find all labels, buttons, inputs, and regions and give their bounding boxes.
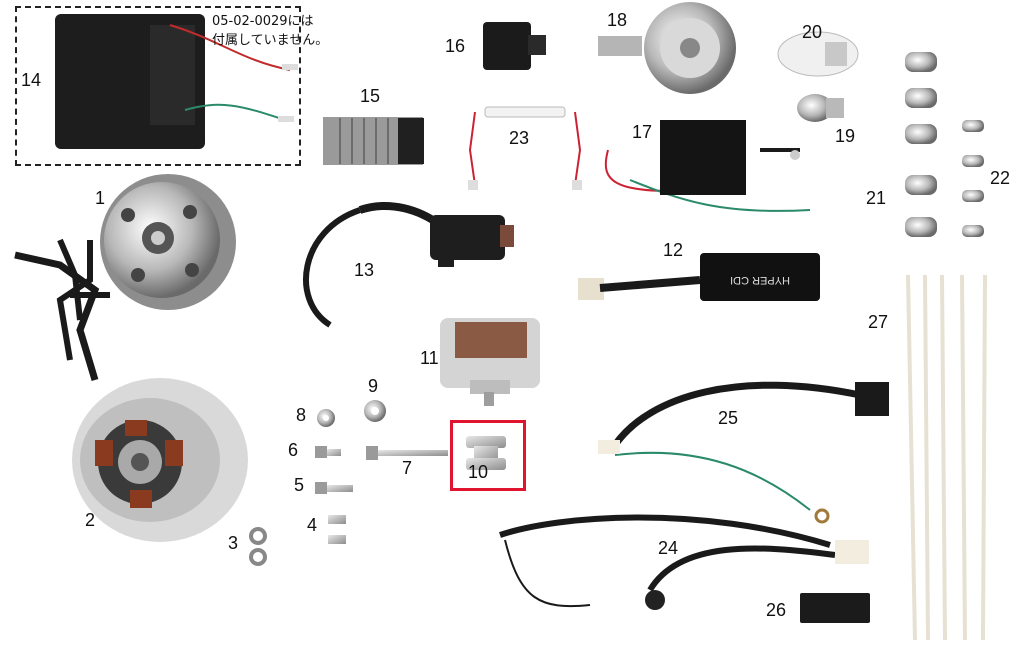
cdi-label: HYPER CDI [730, 274, 790, 286]
flasher-relay [483, 22, 546, 70]
label-2: 2 [85, 510, 96, 530]
not-included-box [15, 6, 301, 166]
flywheel [100, 174, 236, 310]
label-8: 8 [296, 405, 307, 425]
label-16: 16 [445, 36, 466, 56]
fuse-holder [468, 106, 582, 190]
note-line-1: 05-02-0029には [212, 14, 314, 29]
label-7: 7 [402, 458, 413, 478]
label-6: 6 [288, 440, 299, 460]
cable-ties [906, 274, 987, 641]
label-21: 21 [866, 188, 887, 208]
label-15: 15 [360, 86, 381, 106]
label-26: 26 [766, 600, 787, 620]
label-3: 3 [228, 533, 239, 553]
washers [317, 400, 386, 427]
label-10: 10 [468, 462, 489, 482]
stator [14, 238, 248, 542]
label-12: 12 [663, 240, 684, 260]
cdi-unit: HYPER CDI [578, 253, 820, 301]
label-17: 17 [632, 122, 653, 142]
horn [598, 2, 736, 94]
tail-bulb [797, 94, 844, 122]
label-18: 18 [607, 10, 628, 30]
label-1: 1 [95, 188, 106, 208]
label-19: 19 [835, 126, 856, 146]
label-23: 23 [509, 128, 530, 148]
label-9: 9 [368, 376, 379, 396]
small-bulbs [905, 52, 984, 237]
battery [55, 14, 298, 149]
highlight-box [450, 420, 526, 491]
label-25: 25 [718, 408, 739, 428]
ignition-coil [303, 201, 514, 328]
long-bolt [366, 446, 448, 460]
label-14: 14 [21, 70, 42, 90]
not-included-note: 05-02-0029には 付属していません。 [212, 12, 328, 50]
label-27: 27 [868, 312, 889, 332]
headlight-bulb [777, 31, 859, 77]
label-4: 4 [307, 515, 318, 535]
spacer [466, 436, 506, 470]
regulator [323, 117, 424, 165]
label-20: 20 [802, 22, 823, 42]
small-washers [249, 527, 267, 566]
harness-24 [499, 514, 869, 610]
bolts [315, 446, 353, 544]
label-13: 13 [354, 260, 375, 280]
label-5: 5 [294, 475, 305, 495]
foam-pad [800, 593, 870, 623]
label-22: 22 [990, 168, 1011, 188]
control-module [604, 120, 811, 212]
note-line-2: 付属していません。 [212, 33, 329, 48]
label-11: 11 [420, 348, 439, 368]
harness-25 [598, 381, 889, 524]
label-24: 24 [658, 538, 679, 558]
bracket [440, 318, 540, 406]
